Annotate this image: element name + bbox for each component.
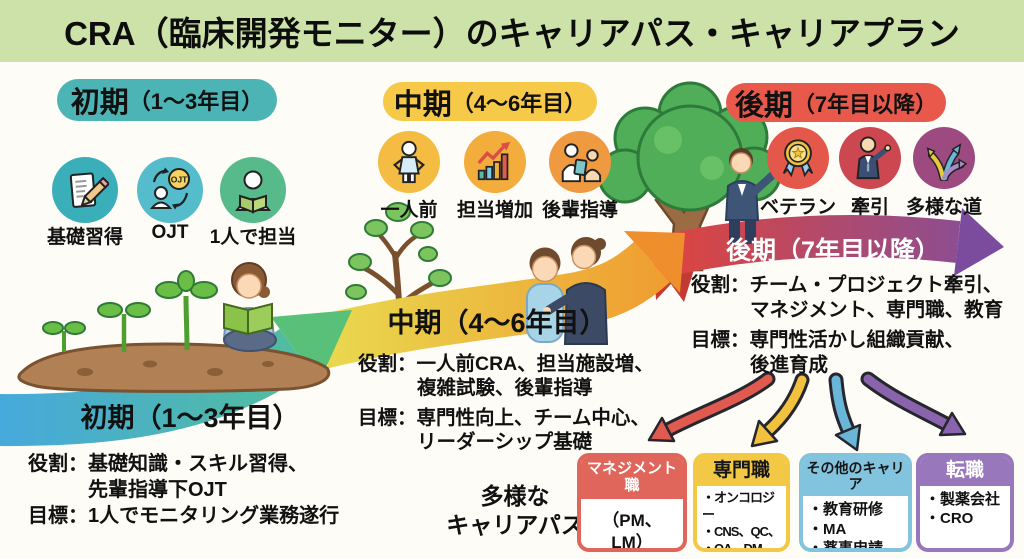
late-phase-description: 役割：チーム・プロジェクト牽引、 マネジメント、専門職、教育 目標：専門性活かし… xyxy=(691,274,1004,376)
ribbon-label-early: 初期（1〜3年目） xyxy=(80,403,300,433)
career-box-item: ・CRO xyxy=(925,510,974,528)
career-box-item: ・製薬会社 xyxy=(925,490,1001,508)
goal-prefix: 目標： xyxy=(28,505,88,527)
role-prefix: 役割： xyxy=(691,274,750,296)
career-fan-arrows xyxy=(647,371,967,452)
svg-text:OJT: OJT xyxy=(171,175,188,185)
phase-pill-early: 初期（1〜3年目） xyxy=(57,79,277,121)
goal-prefix: 目標： xyxy=(691,329,750,351)
leader-pointing-icon xyxy=(839,127,901,189)
early-phase-description: 役割：基礎知識・スキル習得、 先輩指導下OJT 目標：1人でモニタリング業務遂行 xyxy=(28,453,340,527)
title-banner: CRA（臨床開発モニター）のキャリアパス・キャリアプラン xyxy=(0,0,1024,62)
career-box-title: 専門職 xyxy=(697,457,786,486)
small-tree-illustration xyxy=(345,202,452,349)
icon-label: 基礎習得 xyxy=(46,227,124,248)
career-box-title: マネジメント職 xyxy=(581,457,683,499)
icon-label: OJT xyxy=(151,222,189,243)
mentoring-pair-illustration xyxy=(526,237,609,345)
icon-label: ベテラン xyxy=(759,197,837,218)
icon-label: 一人前 xyxy=(380,200,438,221)
branching-paths-icon xyxy=(913,127,975,189)
career-box-title: 転職 xyxy=(920,457,1010,486)
mid-phase-description: 役割：一人前CRA、担当施設増、 複雑試験、後輩指導 目標：専門性向上、チーム中… xyxy=(358,353,654,453)
icon-label: 後輩指導 xyxy=(541,200,619,221)
icon-label: 担当増加 xyxy=(456,200,534,221)
goal-prefix: 目標： xyxy=(358,407,417,429)
career-box-item: ・QA、DM xyxy=(702,540,763,552)
career-box-item: （PM、LM） xyxy=(602,510,662,552)
icon-label: 1人で担当 xyxy=(209,227,297,248)
role-prefix: 役割： xyxy=(28,453,88,475)
reader-illustration xyxy=(222,262,277,352)
career-box-management: マネジメント職 （PM、LM） xyxy=(577,453,687,552)
career-box-item: ・CNS、QC、 xyxy=(702,523,781,539)
career-box-specialist: 専門職 ・オンコロジー ・CNS、QC、 ・QA、DM xyxy=(693,453,790,552)
career-box-item: ・薬事申請 xyxy=(808,540,884,552)
phase-pill-late: 後期（7年目以降） xyxy=(726,83,946,122)
icon-label: 多様な道 xyxy=(905,197,983,218)
veteran-businessman-illustration xyxy=(724,148,783,244)
growth-chart-icon xyxy=(464,131,526,193)
career-box-item: ・オンコロジー xyxy=(702,489,775,522)
ribbon-label-mid: 中期（4〜6年目） xyxy=(387,308,607,338)
independent-person-icon xyxy=(378,131,440,193)
ribbon-label-late: 後期（7年目以降） xyxy=(726,237,940,265)
medal-icon xyxy=(767,127,829,189)
solo-reading-icon xyxy=(220,157,286,223)
page-title: CRA（臨床開発モニター）のキャリアパス・キャリアプラン xyxy=(64,15,960,52)
career-box-item: ・教育研修 xyxy=(808,501,884,519)
document-pencil-icon xyxy=(52,157,118,223)
phase-pill-mid: 中期（4〜6年目） xyxy=(383,82,597,121)
icon-label: 牽引 xyxy=(850,197,890,218)
diverse-career-path-label: 多様な キャリアパス xyxy=(446,483,584,538)
career-box-job-change: 転職 ・製薬会社 ・CRO xyxy=(916,453,1014,552)
soil-sprouts-illustration xyxy=(17,270,331,393)
career-box-title: その他のキャリア xyxy=(803,457,908,497)
ojt-cycle-icon: OJT xyxy=(137,157,203,223)
career-box-item: ・MA xyxy=(808,520,847,538)
mentoring-icon xyxy=(549,131,611,193)
role-prefix: 役割： xyxy=(358,353,417,375)
career-box-other: その他のキャリア ・教育研修 ・MA ・薬事申請 xyxy=(799,453,912,552)
